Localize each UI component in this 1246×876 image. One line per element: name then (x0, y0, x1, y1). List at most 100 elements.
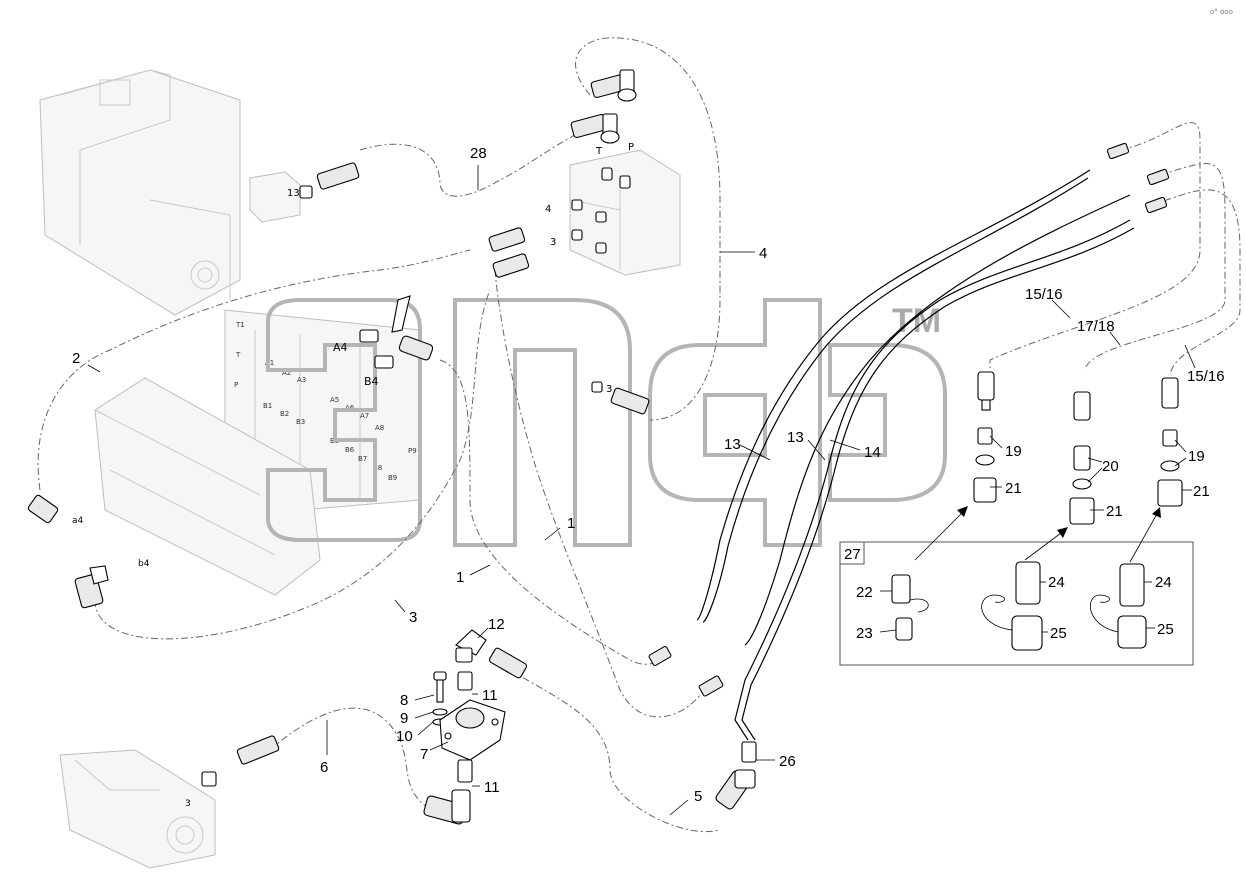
elbow-6-bottom (423, 789, 471, 825)
callout-26: 26 (779, 753, 796, 770)
callout-7: 7 (420, 746, 428, 763)
cap-23 (895, 617, 913, 641)
valve-text-t1: T1 (235, 321, 245, 329)
ghost-valve-bank-left (94, 377, 321, 596)
hose-end-port-4 (488, 227, 526, 252)
valve-text-p9: P9 (408, 447, 417, 455)
callout-3: 3 (409, 609, 417, 626)
hose-end-port-3 (492, 253, 530, 278)
arrow-head-21-left (957, 506, 968, 517)
elbow-part-12 (455, 629, 528, 679)
cap-25-b (1117, 615, 1147, 649)
port-labels: T P 13 4 3 3 A4 B4 a4 b4 (72, 142, 634, 569)
callout-1-a: 1 (567, 515, 575, 532)
hose-route-15-16-b (1149, 189, 1241, 376)
valve-text-a3: A3 (297, 376, 306, 384)
valve-text-b9: B9 (388, 474, 397, 482)
callout-25-b: 25 (1157, 621, 1174, 638)
port-label-b4: B4 (364, 375, 379, 388)
hose-route-1 (439, 359, 666, 665)
callout-8: 8 (400, 692, 408, 709)
callout-19-a: 19 (1005, 443, 1022, 460)
valve-text-b2: B2 (280, 410, 289, 418)
elbow-part-5 (715, 769, 756, 810)
hose-end-28-left (299, 162, 360, 199)
valve-ports (571, 167, 631, 254)
valve-text-b1: B1 (263, 402, 272, 410)
callout-13-a: 13 (724, 436, 741, 453)
flange-part-7 (439, 699, 506, 761)
pipe-13-left (696, 169, 1091, 621)
arrow-head-21-right (1152, 507, 1161, 518)
callout-27: 27 (844, 546, 861, 563)
coupler-kit-box-27: 27 (839, 506, 1194, 666)
watermark-logo: TM (266, 298, 947, 547)
callout-6: 6 (320, 759, 328, 776)
hose-end-route-1 (648, 645, 672, 667)
hose-routes (37, 37, 1241, 832)
elbow-b4-left (74, 565, 109, 609)
callout-20: 20 (1102, 458, 1119, 475)
callout-21-c: 21 (1193, 483, 1210, 500)
hose-route-3 (94, 289, 491, 640)
fitting-b4 (374, 335, 434, 369)
ghost-valve-block-top (569, 149, 681, 276)
hose-route-1b (494, 269, 701, 718)
fitting-stack-right (1157, 377, 1183, 507)
steel-pipes (696, 169, 1135, 741)
elbow-fitting-top-right (590, 69, 637, 102)
valve-text-b3: B3 (296, 418, 305, 426)
callout-22: 22 (856, 584, 873, 601)
valve-text-b6: B6 (345, 446, 355, 454)
hose-route-17-18 (1084, 163, 1226, 371)
callout-28: 28 (470, 145, 487, 162)
leader-lines (87, 165, 1196, 816)
watermark-trademark: TM (892, 302, 941, 340)
callout-24-b: 24 (1155, 574, 1172, 591)
callout-11-a: 11 (482, 687, 498, 704)
hose-route-28 (359, 127, 591, 197)
pipe-14-inner (741, 227, 1135, 741)
port-label-b4-lower: b4 (138, 559, 150, 569)
callout-24-a: 24 (1048, 574, 1065, 591)
pipe-end-top-1 (1106, 142, 1130, 160)
ghost-fitting-block-small (249, 171, 301, 223)
port-label-t: T (595, 146, 603, 157)
callout-13-b: 13 (787, 429, 804, 446)
callout-4: 4 (759, 245, 767, 262)
callout-17-18: 17/18 (1077, 318, 1115, 335)
coupler-24-a (1015, 561, 1041, 605)
pipe-14 (734, 219, 1131, 741)
callout-21-a: 21 (1005, 480, 1022, 497)
callout-2: 2 (72, 350, 80, 367)
port-label-p: P (628, 142, 634, 153)
callout-23: 23 (856, 625, 873, 642)
port-label-a4: A4 (333, 341, 348, 354)
callout-1-b: 1 (456, 569, 464, 586)
valve-text-p: P (234, 381, 238, 389)
port-label-13: 13 (287, 188, 300, 199)
fitting-center-port-3 (591, 381, 650, 415)
valve-text-a8: A8 (375, 424, 384, 432)
hose-route-4 (575, 37, 721, 421)
fitting-part-11-top (457, 671, 473, 691)
callout-15-16-a: 15/16 (1025, 286, 1063, 303)
elbow-fitting-28 (570, 113, 620, 144)
callout-15-16-b: 15/16 (1187, 368, 1225, 385)
pipe-13-left-inner (702, 177, 1089, 623)
hose-route-2 (37, 249, 471, 491)
callout-5: 5 (694, 788, 702, 805)
callout-14: 14 (864, 444, 881, 461)
callout-19-b: 19 (1188, 448, 1205, 465)
parts (27, 69, 1183, 825)
port-label-3: 3 (550, 237, 556, 248)
valve-text-a5: A5 (330, 396, 339, 404)
valve-text-a7: A7 (360, 412, 369, 420)
ghost-motor-bottom-left: 3 (59, 749, 216, 869)
callout-11-b: 11 (484, 779, 500, 796)
pipe-13-right (744, 194, 1131, 646)
port-label-3-bottom: 3 (185, 799, 191, 809)
pipe-end-top-3 (1144, 196, 1168, 214)
fitting-stack-middle (1069, 391, 1095, 525)
